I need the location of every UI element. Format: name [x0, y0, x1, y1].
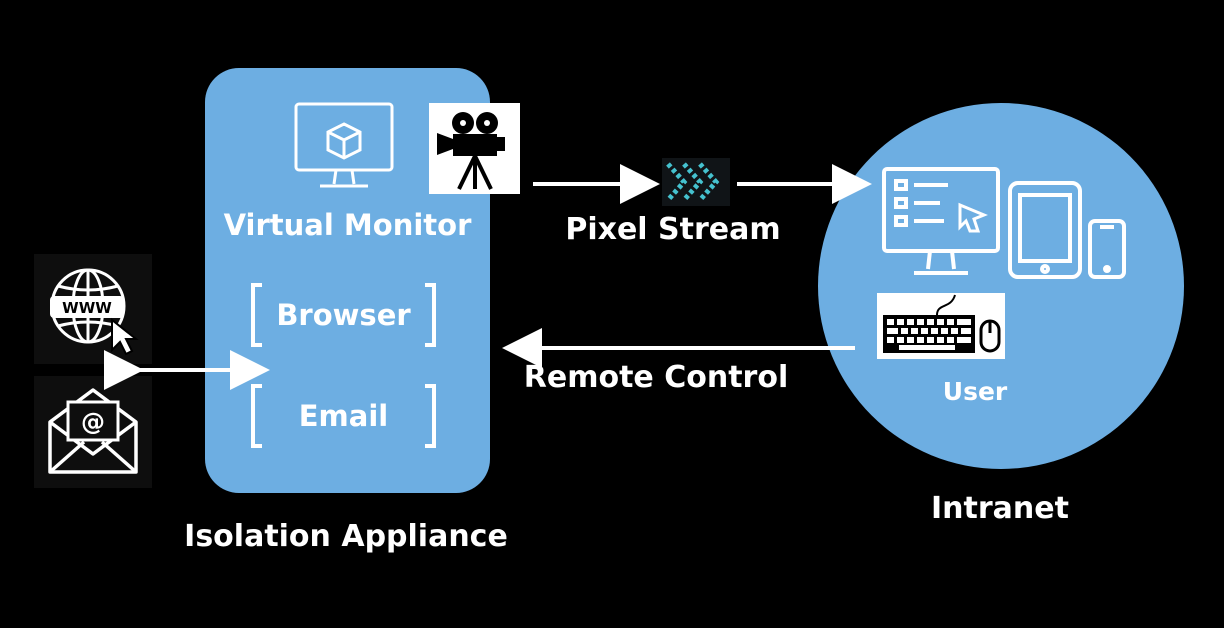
- email-envelope-icon: @: [48, 388, 138, 474]
- monitor-cube-icon: [294, 102, 394, 188]
- tablet-icon: [1008, 181, 1082, 279]
- user-label: User: [942, 377, 1008, 406]
- email-bracket: [251, 384, 436, 448]
- svg-text:@: @: [81, 408, 105, 436]
- keyboard-mouse-tile: [877, 293, 1005, 359]
- browser-label: Browser: [276, 298, 411, 332]
- intranet-title: Intranet: [931, 491, 1069, 526]
- virtual-monitor-label: Virtual Monitor: [223, 208, 472, 242]
- video-camera-icon: [437, 112, 505, 190]
- www-globe-icon: WWW: [50, 268, 139, 356]
- keyboard-mouse-icon: [883, 294, 1001, 353]
- chevron-stream-icon: [662, 158, 730, 206]
- browser-bracket: [251, 283, 436, 347]
- video-camera-tile: [429, 103, 520, 194]
- pixel-stream-label: Pixel Stream: [565, 212, 781, 247]
- isolation-appliance-title: Isolation Appliance: [184, 519, 508, 554]
- www-globe-tile: WWW: [34, 254, 152, 364]
- email-envelope-tile: @: [34, 376, 152, 488]
- desktop-icon: [882, 167, 1000, 275]
- phone-icon: [1088, 219, 1126, 279]
- svg-text:WWW: WWW: [62, 299, 112, 317]
- email-label: Email: [298, 399, 389, 433]
- intranet-circle: [818, 103, 1184, 469]
- user-devices-group: [882, 167, 1126, 279]
- remote-control-label: Remote Control: [523, 360, 789, 395]
